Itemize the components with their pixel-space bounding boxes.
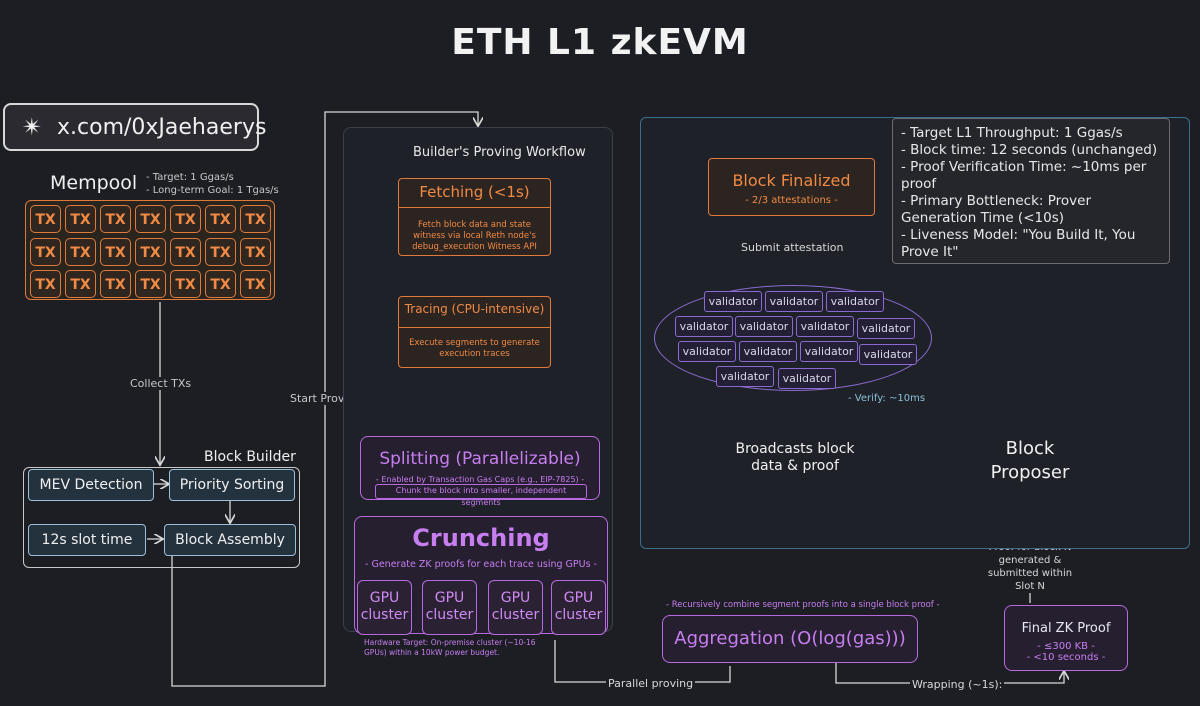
validator-node[interactable]: validator: [800, 341, 858, 362]
tx-cell: TX: [135, 205, 166, 233]
validator-node[interactable]: validator: [716, 366, 774, 387]
block-builder-label: Block Builder: [204, 449, 296, 465]
block-builder-box: MEV Detection Priority Sorting 12s slot …: [23, 467, 300, 568]
mempool-target: - Target: 1 Ggas/s: [146, 172, 234, 183]
tx-cell: TX: [205, 238, 236, 266]
aggregation-title: Aggregation (O(log(gas))): [674, 628, 906, 649]
final-title: Final ZK Proof: [1021, 621, 1111, 636]
validator-node[interactable]: validator: [778, 368, 836, 389]
final-time: - <10 seconds -: [1026, 652, 1106, 663]
validator-node[interactable]: validator: [859, 344, 917, 365]
tracing-box[interactable]: Tracing (CPU-intensive) Execute segments…: [398, 296, 551, 368]
finalized-sub: - 2/3 attestations -: [745, 195, 838, 206]
gpu-cluster-1[interactable]: GPU cluster: [357, 580, 412, 635]
tx-cell: TX: [30, 238, 61, 266]
handle-badge[interactable]: ✴ x.com/0xJaehaerys: [3, 103, 266, 151]
metric-4: - Primary Bottleneck: Prover Generation …: [901, 193, 1091, 226]
tx-cell: TX: [65, 238, 96, 266]
fetching-box[interactable]: Fetching (<1s) Fetch block data and stat…: [398, 178, 551, 256]
metric-5: - Liveness Model: "You Build It, You Pro…: [901, 227, 1136, 260]
diagram-title: ETH L1 zkEVM: [451, 22, 749, 63]
metric-3: - Proof Verification Time: ~10ms per pro…: [901, 159, 1147, 192]
handle-text: x.com/0xJaehaerys: [57, 115, 267, 140]
tracing-desc: Execute segments to generate execution t…: [409, 338, 540, 359]
mev-detection[interactable]: MEV Detection: [28, 469, 154, 501]
tx-cell: TX: [170, 238, 201, 266]
tx-cell: TX: [135, 238, 166, 266]
sparkle-icon: ✴: [21, 113, 43, 141]
tx-cell: TX: [65, 205, 96, 233]
mempool-goal: - Long-term Goal: 1 Tgas/s: [146, 185, 279, 196]
gpu-cluster-3[interactable]: GPU cluster: [488, 580, 543, 635]
metric-2: - Block time: 12 seconds (unchanged): [901, 142, 1158, 158]
tx-cell: TX: [65, 270, 96, 298]
validator-node[interactable]: validator: [739, 341, 797, 362]
gpu-cluster-4[interactable]: GPU cluster: [551, 580, 606, 635]
tx-cell: TX: [30, 270, 61, 298]
finalized-title: Block Finalized: [732, 171, 851, 190]
validator-node[interactable]: validator: [678, 341, 736, 362]
metric-1: - Target L1 Throughput: 1 Ggas/s: [901, 125, 1123, 141]
aggregation-box[interactable]: Aggregation (O(log(gas))): [662, 615, 918, 663]
validator-node[interactable]: validator: [735, 316, 793, 337]
tx-cell: TX: [170, 205, 201, 233]
tx-cell: TX: [240, 270, 271, 298]
verify-label: - Verify: ~10ms: [848, 393, 926, 404]
block-proposer-label[interactable]: Block Proposer: [990, 438, 1070, 483]
edge-label-wrapping: Wrapping (~1s):: [910, 678, 1005, 691]
edge-label-collect: Collect TXs: [130, 377, 192, 390]
splitting-note: - Enabled by Transaction Gas Caps (e.g.,…: [375, 475, 585, 484]
splitting-box[interactable]: Splitting (Parallelizable) - Enabled by …: [360, 436, 600, 507]
edge-label-broadcast: Broadcasts block data & proof: [733, 441, 857, 475]
workflow-label: Builder's Proving Workflow: [413, 145, 586, 160]
tx-cell: TX: [240, 205, 271, 233]
priority-sorting[interactable]: Priority Sorting: [169, 469, 295, 501]
fetching-title: Fetching (<1s): [419, 183, 530, 201]
gpu-cluster-2[interactable]: GPU cluster: [422, 580, 477, 635]
tx-cell: TX: [240, 238, 271, 266]
validator-set: [654, 285, 932, 391]
validator-node[interactable]: validator: [704, 291, 762, 312]
validator-node[interactable]: validator: [826, 291, 884, 312]
tx-cell: TX: [30, 205, 61, 233]
aggregation-note: - Recursively combine segment proofs int…: [666, 600, 940, 610]
tx-cell: TX: [100, 238, 131, 266]
validator-node[interactable]: validator: [857, 318, 915, 339]
tx-cell: TX: [135, 270, 166, 298]
fetching-desc: Fetch block data and state witness via l…: [412, 220, 537, 252]
final-zk-proof-box[interactable]: Final ZK Proof - ≤300 KB - - <10 seconds…: [1004, 605, 1128, 671]
tx-cell: TX: [205, 270, 236, 298]
validator-node[interactable]: validator: [796, 316, 854, 337]
crunching-title: Crunching: [412, 524, 550, 552]
edge-label-submit: Submit attestation: [741, 241, 844, 254]
crunching-desc: - Generate ZK proofs for each trace usin…: [365, 559, 597, 570]
tx-cell: TX: [170, 270, 201, 298]
block-assembly[interactable]: Block Assembly: [164, 524, 296, 556]
validator-node[interactable]: validator: [765, 291, 823, 312]
validator-node[interactable]: validator: [675, 316, 733, 337]
splitting-title: Splitting (Parallelizable): [379, 449, 581, 469]
key-metrics-box: - Target L1 Throughput: 1 Ggas/s - Block…: [892, 118, 1170, 264]
tx-cell: TX: [100, 270, 131, 298]
edge-label-parallel: Parallel proving: [606, 677, 696, 690]
hardware-target: Hardware Target: On-premise cluster (~10…: [364, 638, 536, 657]
slot-time[interactable]: 12s slot time: [28, 524, 146, 556]
tx-cell: TX: [100, 205, 131, 233]
tx-cell: TX: [205, 205, 236, 233]
tracing-title: Tracing (CPU-intensive): [404, 302, 545, 316]
block-finalized-box[interactable]: Block Finalized - 2/3 attestations -: [708, 158, 875, 216]
final-size: - ≤300 KB -: [1037, 641, 1095, 652]
splitting-desc: Chunk the block into smaller, independen…: [375, 484, 587, 507]
mempool-label: Mempool: [50, 172, 138, 194]
